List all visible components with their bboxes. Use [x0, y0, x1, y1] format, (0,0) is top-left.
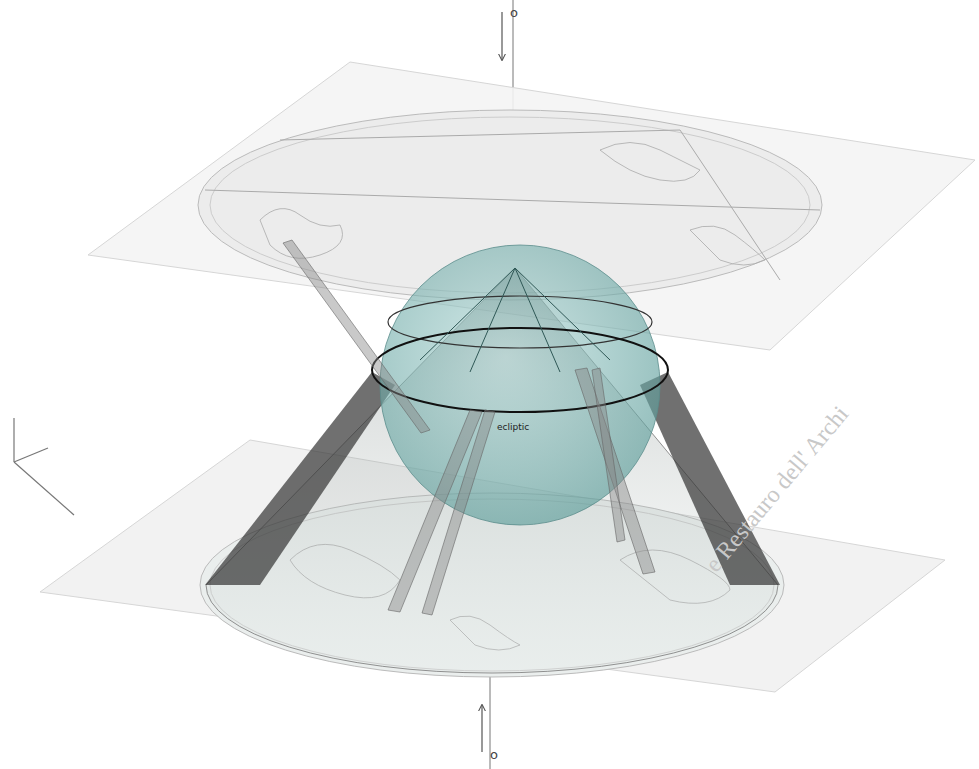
sphere-circle	[388, 296, 652, 348]
direction-arrow	[481, 705, 482, 752]
ecliptic-label: ecliptic	[497, 423, 529, 433]
map-line	[280, 130, 680, 140]
ecliptic-circle	[372, 328, 668, 412]
map-line	[680, 130, 780, 280]
projection-ray	[420, 268, 610, 372]
axes-icon	[14, 418, 74, 515]
projection-beam	[283, 240, 655, 615]
map-line	[205, 190, 820, 210]
direction-arrow	[501, 12, 502, 60]
pole-label: o	[490, 748, 498, 762]
cone-shadow	[205, 372, 395, 585]
pole-label: o	[510, 6, 518, 20]
